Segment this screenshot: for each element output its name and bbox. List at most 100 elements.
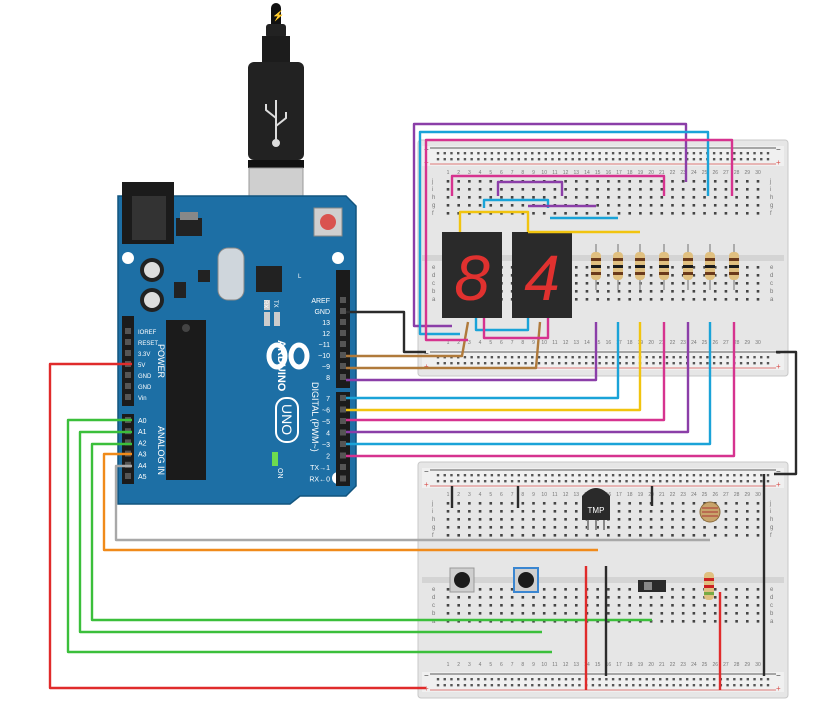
row-letter: e: [432, 587, 436, 593]
header-pin[interactable]: [340, 406, 346, 413]
header-pin[interactable]: [340, 475, 346, 482]
header-pin[interactable]: [340, 341, 346, 347]
wire-pin8-purple: [346, 322, 598, 382]
digital-header-bottom: [336, 392, 350, 486]
header-pin[interactable]: [125, 383, 131, 389]
header-pin[interactable]: [340, 464, 346, 470]
seven-segment-display-2[interactable]: 4: [512, 232, 572, 318]
wire-pin5-pink: [346, 322, 666, 422]
column-number: 18: [627, 662, 633, 668]
rail-plus-label: +: [424, 480, 429, 489]
breadboard-bottom[interactable]: −+−+−+−+11223344556677889910101111121213…: [417, 461, 789, 699]
push-button-2[interactable]: [513, 567, 539, 593]
wire-pin10-brown: [346, 321, 470, 358]
push-button-1[interactable]: [449, 567, 475, 593]
row-letter: f: [432, 211, 434, 217]
row-letter: a: [432, 619, 436, 625]
header-pin[interactable]: [340, 363, 346, 369]
center-channel: [422, 255, 784, 261]
column-number: 26: [712, 340, 718, 346]
rail-plus-label: +: [776, 480, 781, 489]
digital-pin-label: 7: [326, 396, 330, 403]
power-pin-label: IOREF: [138, 330, 157, 336]
row-letter: f: [432, 533, 434, 539]
header-pin[interactable]: [125, 473, 131, 479]
row-letter: b: [770, 289, 774, 295]
rail-minus-label: −: [776, 671, 781, 680]
power-rail: [422, 350, 784, 370]
arduino-board[interactable]: ARDUINO UNO ON RX TX L DIGITAL (PWM~) AN…: [117, 182, 357, 505]
column-number: 9: [532, 492, 535, 498]
header-pin[interactable]: [340, 319, 346, 325]
power-pin-label: GND: [138, 374, 152, 380]
rail-minus-label: −: [424, 467, 429, 476]
column-number: 17: [616, 492, 622, 498]
column-number: 5: [489, 340, 492, 346]
header-pin[interactable]: [125, 339, 131, 345]
column-number: 24: [691, 170, 697, 176]
power-rail: [422, 146, 784, 166]
analog-pin-label: A1: [138, 429, 147, 436]
tmp-label: TMP: [588, 506, 605, 515]
column-number: 5: [489, 170, 492, 176]
column-number: 16: [606, 340, 612, 346]
slide-switch[interactable]: [638, 580, 666, 592]
wire-a0-green: [66, 418, 552, 654]
header-pin[interactable]: [340, 297, 346, 303]
wire-blue-under-1: [474, 318, 530, 332]
row-letter: b: [432, 611, 436, 617]
resistor-bottom[interactable]: [704, 572, 714, 600]
reset-button[interactable]: [320, 214, 336, 230]
row-letter: j: [769, 501, 771, 507]
wire-yellow-jumper: [458, 210, 530, 232]
column-number: 14: [584, 170, 590, 176]
header-pin[interactable]: [125, 328, 131, 334]
row-letter: j: [431, 179, 433, 185]
wire-gnd-black: [346, 310, 426, 354]
header-pin[interactable]: [340, 374, 346, 380]
header-pin[interactable]: [340, 418, 346, 424]
wire-pin2-pink: [346, 322, 736, 458]
row-letter: b: [770, 611, 774, 617]
header-pin[interactable]: [125, 350, 131, 356]
header-pin[interactable]: [125, 372, 131, 378]
header-pin[interactable]: [340, 452, 346, 459]
header-pin[interactable]: [340, 395, 346, 401]
column-number: 29: [745, 170, 751, 176]
column-number: 20: [648, 662, 654, 668]
tmp-sensor[interactable]: TMP: [582, 488, 610, 530]
photoresistor[interactable]: [699, 501, 721, 523]
column-number: 19: [638, 662, 644, 668]
resistor-array[interactable]: [591, 244, 739, 290]
analog-pin-label: A4: [138, 463, 147, 470]
column-number: 27: [723, 492, 729, 498]
column-number: 13: [573, 492, 579, 498]
column-number: 24: [691, 340, 697, 346]
header-pin[interactable]: [340, 352, 346, 358]
header-pin[interactable]: [340, 330, 346, 336]
wire-pin7-blue: [346, 322, 620, 400]
column-number: 25: [702, 662, 708, 668]
column-number: 21: [659, 492, 665, 498]
column-number: 12: [563, 340, 569, 346]
rail-minus-label: −: [424, 671, 429, 680]
header-pin[interactable]: [125, 439, 131, 446]
row-letter: h: [432, 195, 435, 201]
wire-loop-pink: [424, 138, 734, 342]
row-letter: j: [431, 501, 433, 507]
header-pin[interactable]: [340, 308, 346, 314]
column-number: 5: [489, 492, 492, 498]
header-pin[interactable]: [340, 429, 346, 436]
column-number: 6: [500, 492, 503, 498]
column-number: 8: [521, 340, 524, 346]
column-number: 28: [734, 170, 740, 176]
header-pin[interactable]: [125, 394, 131, 400]
column-number: 2: [457, 662, 460, 668]
seven-segment-display-1[interactable]: 8: [442, 232, 502, 318]
wire-blue-short: [482, 198, 550, 208]
wire-a4-gray: [114, 464, 710, 542]
row-letter: i: [432, 187, 433, 193]
arduino-logo-icon: [266, 342, 310, 370]
header-pin[interactable]: [340, 441, 346, 447]
column-number: 26: [712, 662, 718, 668]
